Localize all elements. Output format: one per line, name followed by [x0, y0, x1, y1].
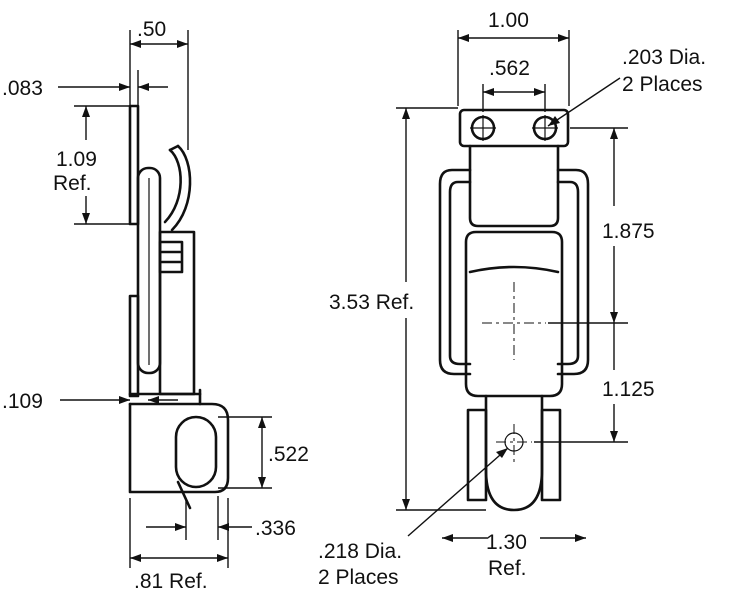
dim-hole-spacing: .562 [482, 57, 546, 112]
dim-label-base-width-value: 1.30 [486, 531, 527, 554]
side-view-latch-body [128, 104, 230, 510]
side-view: .50 .083 1.09 Ref. [2, 18, 309, 593]
dim-slot-offset: .336 [146, 496, 296, 540]
dim-top-holes: .203 Dia. 2 Places [547, 46, 706, 127]
dim-hook-height: 1.09 Ref. [53, 105, 135, 225]
dim-base-width: 1.30 Ref. [442, 531, 586, 580]
dim-label-side-width-top: .50 [137, 18, 166, 41]
dim-label-hole-spacing: .562 [489, 57, 530, 80]
dim-overall-height: 3.53 Ref. [329, 107, 486, 511]
dim-lower-thickness: .109 [2, 390, 178, 413]
dim-label-lower-thickness: .109 [2, 390, 43, 413]
front-view: 1.00 .562 .203 Dia. 2 Places [318, 9, 706, 589]
dim-label-plate-thickness: .083 [2, 77, 43, 100]
dim-label-overall-width: 1.00 [488, 9, 529, 32]
dim-label-base-width-ref: Ref. [488, 557, 527, 580]
dim-label-overall-depth: .81 Ref. [134, 570, 208, 593]
dim-bottom-holes: .218 Dia. 2 Places [318, 447, 509, 589]
dim-label-hook-height-ref: Ref. [53, 172, 92, 195]
dim-label-top-holes-line1: .203 Dia. [622, 46, 706, 69]
dim-lower-span: 1.125 [534, 323, 655, 443]
dim-overall-width: 1.00 [457, 9, 570, 106]
front-view-latch-body [438, 108, 590, 512]
dim-label-lower-span: 1.125 [602, 378, 655, 401]
dim-plate-thickness: .083 [2, 70, 168, 105]
dim-label-slot-height: .522 [268, 443, 309, 466]
dim-label-bottom-holes-line1: .218 Dia. [318, 540, 402, 563]
dim-label-bottom-holes-line2: 2 Places [318, 566, 399, 589]
dim-overall-depth: .81 Ref. [129, 498, 229, 593]
dim-label-hook-height-value: 1.09 [56, 148, 97, 171]
dim-label-overall-height: 3.53 Ref. [329, 291, 414, 314]
dim-upper-span: 1.875 [548, 127, 655, 324]
dim-label-slot-offset: .336 [255, 517, 296, 540]
dim-label-upper-span: 1.875 [602, 220, 655, 243]
dim-slot-height: .522 [218, 416, 309, 489]
dim-label-top-holes-line2: 2 Places [622, 73, 703, 96]
dim-side-width-top: .50 [129, 18, 189, 150]
